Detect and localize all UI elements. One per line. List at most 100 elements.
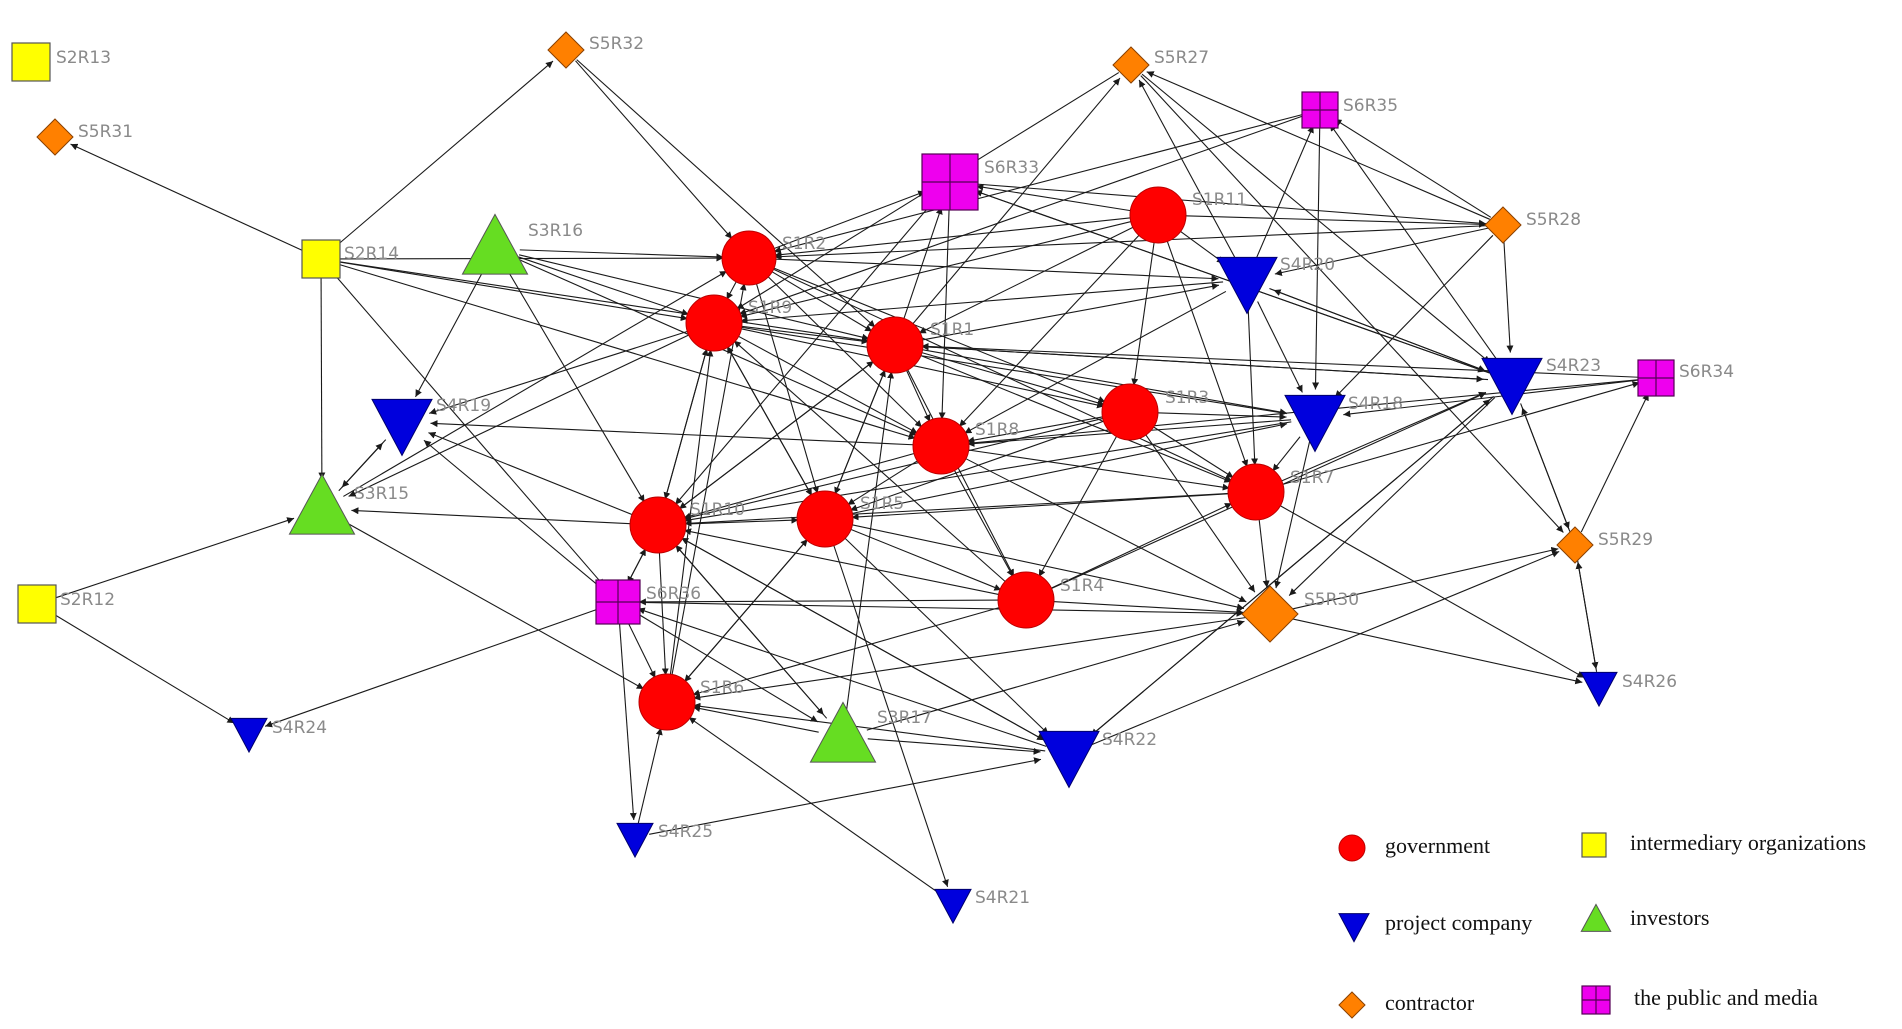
node-S1R3[interactable]: [1101, 383, 1159, 441]
node-S1R7[interactable]: [1227, 463, 1285, 521]
node-S1R5[interactable]: [796, 490, 854, 548]
edge-S5R27-S5R29: [1140, 75, 1564, 533]
legend-symbol-project_company[interactable]: [1338, 913, 1370, 943]
edge-S1R5-S4R18: [846, 421, 1288, 516]
node-S1R1[interactable]: [866, 316, 924, 374]
edge-S1R11-S1R3: [1131, 237, 1156, 386]
edge-S3R17-S5R30: [866, 619, 1245, 731]
edge-S1R7-S6R34: [1277, 381, 1640, 487]
edge-S3R16-S1R2: [519, 249, 724, 261]
node-S4R20[interactable]: [1216, 256, 1278, 315]
edge-S1R5-S5R30: [846, 523, 1245, 611]
edge-S1R3-S1R10: [683, 416, 1109, 521]
edge-S5R30-S1R6: [693, 616, 1248, 701]
node-S3R17[interactable]: [809, 701, 877, 763]
node-label-S1R7: S1R7: [1290, 468, 1334, 488]
node-label-S6R34: S6R34: [1679, 362, 1734, 382]
node-S4R18[interactable]: [1284, 394, 1346, 453]
edge-S1R7-S5R30: [1258, 514, 1270, 588]
node-label-S4R23: S4R23: [1546, 356, 1601, 376]
legend-symbol-public_media[interactable]: [1581, 985, 1611, 1015]
edge-S1R9-S1R3: [735, 327, 1105, 409]
edge-S1R10-S1R6: [658, 547, 669, 676]
node-label-S5R29: S5R29: [1598, 530, 1653, 550]
edge-S1R9-S4R19: [428, 329, 693, 415]
node-S5R29[interactable]: [1556, 526, 1594, 564]
legend-symbol-intermediary[interactable]: [1581, 832, 1607, 858]
node-label-S1R9: S1R9: [748, 298, 792, 318]
node-S4R23[interactable]: [1481, 357, 1543, 416]
node-S4R21[interactable]: [934, 888, 972, 925]
node-S6R33[interactable]: [921, 153, 979, 211]
edge-S5R28-S4R23: [1503, 239, 1514, 353]
edge-S5R32-S1R1: [576, 59, 876, 328]
node-S1R11[interactable]: [1129, 186, 1187, 244]
node-S2R13[interactable]: [11, 42, 51, 82]
edge-S1R2-S6R33: [769, 190, 926, 251]
node-S4R25[interactable]: [616, 822, 654, 859]
legend-symbol-contractor[interactable]: [1338, 991, 1366, 1019]
node-S1R4[interactable]: [997, 571, 1055, 629]
edge-S3R15-S1R6: [343, 520, 645, 690]
edge-S6R36-S5R30: [635, 601, 1244, 617]
node-S1R8[interactable]: [912, 417, 970, 475]
legend-symbol-investors[interactable]: [1580, 903, 1612, 932]
edge-S1R9-S1R1: [736, 325, 869, 345]
node-label-S1R3: S1R3: [1165, 388, 1209, 408]
edge-S4R22-S1R6: [693, 702, 1046, 752]
edge-S4R22-S5R29: [1090, 550, 1560, 746]
edge-S1R7-S4R26: [1275, 502, 1585, 679]
edge-S1R8-S5R30: [960, 455, 1247, 603]
node-S2R14[interactable]: [301, 239, 341, 279]
edge-S1R2-S1R5: [754, 278, 819, 494]
node-S4R19[interactable]: [371, 398, 433, 457]
node-S5R32[interactable]: [547, 31, 585, 69]
edge-S1R9-S1R8: [733, 333, 918, 434]
node-S3R15[interactable]: [288, 473, 356, 535]
edge-S1R2-S4R20: [770, 258, 1219, 282]
edge-S6R35-S1R2: [773, 113, 1307, 254]
edge-S4R20-S1R8: [964, 290, 1227, 434]
edge-S1R10-S1R1: [675, 360, 875, 512]
edge-S1R8-S4R19: [430, 420, 919, 446]
edge-S1R4-S1R7: [1046, 502, 1233, 591]
node-S1R10[interactable]: [629, 496, 687, 554]
edge-S4R22-S6R36: [637, 607, 1047, 747]
edge-S6R33-S1R10: [674, 198, 936, 506]
node-label-S1R6: S1R6: [700, 678, 744, 698]
node-S1R6[interactable]: [638, 673, 696, 731]
node-S4R26[interactable]: [1580, 671, 1618, 708]
node-S4R24[interactable]: [230, 717, 268, 754]
node-S5R28[interactable]: [1484, 206, 1522, 244]
node-S4R22[interactable]: [1038, 730, 1100, 789]
edge-S1R11-S1R8: [958, 230, 1144, 427]
legend-label-intermediary: intermediary organizations: [1630, 830, 1866, 855]
edge-S4R18-S1R10: [684, 421, 1292, 524]
node-label-S1R4: S1R4: [1060, 576, 1104, 596]
node-S6R35[interactable]: [1301, 91, 1339, 129]
node-S1R9[interactable]: [685, 294, 743, 352]
edge-S1R4-S1R6: [692, 605, 1005, 697]
edge-S2R14-S6R36: [330, 270, 605, 587]
edge-S4R23-S4R20: [1273, 289, 1490, 373]
node-layer: S1R1S1R2S1R3S1R4S1R5S1R6S1R7S1R8S1R9S1R1…: [11, 31, 1734, 925]
edge-S6R36-S1R6: [625, 617, 656, 679]
node-S5R30[interactable]: [1241, 585, 1299, 643]
edge-S1R3-S1R7: [1148, 423, 1234, 479]
edge-S1R1-S1R8: [903, 365, 931, 423]
node-S6R34[interactable]: [1637, 359, 1675, 397]
node-label-S4R21: S4R21: [975, 888, 1030, 908]
node-S6R36[interactable]: [595, 579, 641, 625]
edge-S5R30-S5R29: [1291, 546, 1559, 610]
node-S3R16[interactable]: [461, 213, 529, 275]
edge-S1R11-S1R2: [774, 216, 1136, 259]
node-label-S1R10: S1R10: [690, 500, 745, 520]
legend-symbol-government[interactable]: [1338, 834, 1366, 862]
edge-S6R36-S4R19: [423, 439, 605, 592]
node-S5R31[interactable]: [36, 118, 74, 156]
node-S1R2[interactable]: [721, 230, 777, 286]
node-S5R27[interactable]: [1112, 46, 1150, 84]
edge-S6R36-S4R24: [264, 607, 602, 728]
node-S2R12[interactable]: [17, 584, 57, 624]
